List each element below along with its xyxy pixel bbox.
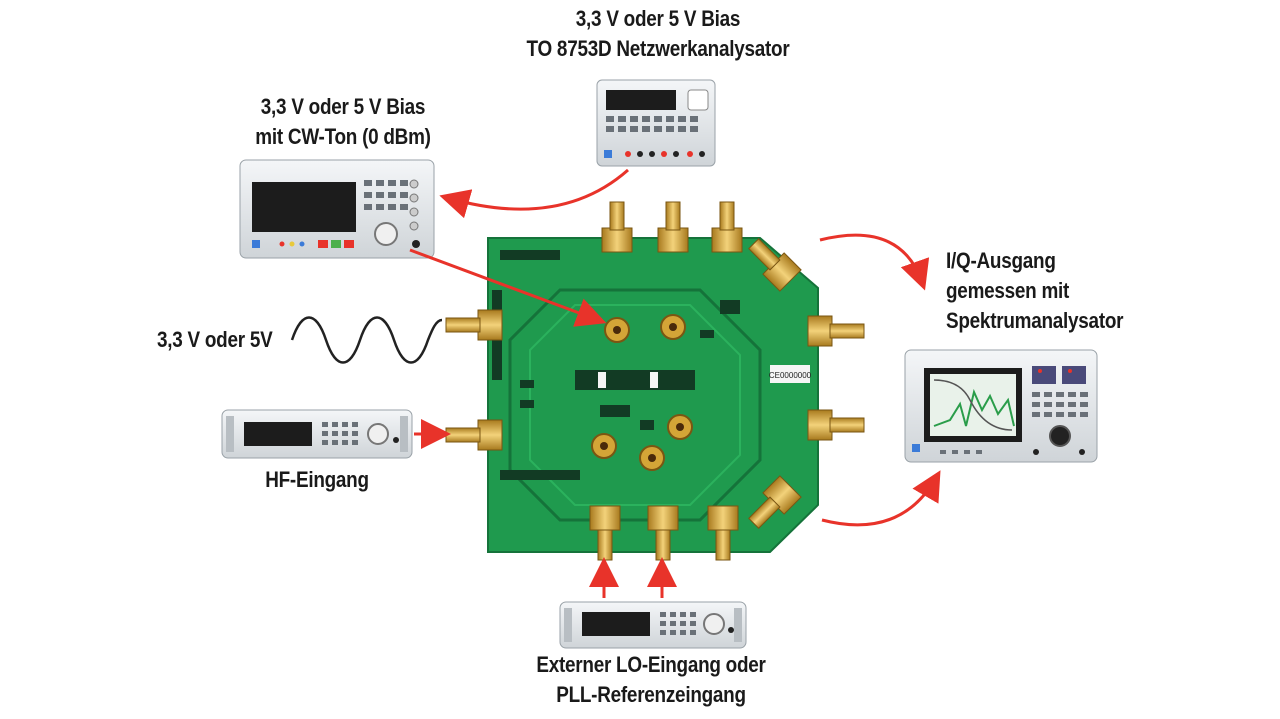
top-instrument-label: 3,3 V oder 5 V Bias TO 8753D Netzwerkana… [522, 4, 794, 64]
board-silk-label: CE0000000 [769, 371, 812, 380]
evaluation-board: CE0000000 [487, 237, 819, 553]
board-sma-pads [591, 314, 693, 471]
right-label-line-3: Spektrumanalysator [946, 308, 1124, 333]
power-supply-instrument [596, 79, 716, 167]
left-top-instrument-label: 3,3 V oder 5 V Bias mit CW-Ton (0 dBm) [237, 92, 449, 152]
connection-arrows [409, 168, 941, 598]
right-label-line-1: I/Q-Ausgang [946, 248, 1056, 273]
hf-input-label: HF-Eingang [265, 467, 369, 492]
sine-wave-icon [290, 316, 443, 364]
lo-generator-instrument [559, 601, 747, 649]
voltage-label: 3,3 V oder 5V [157, 327, 273, 352]
bottom-label-line-1: Externer LO-Eingang oder [536, 652, 766, 677]
board-label-sticker [770, 365, 810, 383]
rf-generator-instrument [221, 409, 413, 459]
bottom-label-line-2: PLL-Referenzeingang [556, 682, 746, 707]
right-label-line-2: gemessen mit [946, 278, 1070, 303]
edge-sma-connectors [445, 201, 865, 561]
left-top-label-line-2: mit CW-Ton (0 dBm) [255, 124, 431, 149]
top-label-line-1: 3,3 V oder 5 V Bias [575, 6, 741, 31]
right-instrument-label: I/Q-Ausgang gemessen mit Spektrumanalysa… [946, 246, 1135, 336]
signal-generator-instrument [239, 159, 435, 259]
spectrum-analyzer-instrument [904, 349, 1098, 463]
top-label-line-2: TO 8753D Netzwerkanalysator [526, 36, 790, 61]
bottom-instrument-label: Externer LO-Eingang oder PLL-Referenzein… [509, 650, 793, 710]
left-top-label-line-1: 3,3 V oder 5 V Bias [260, 94, 426, 119]
